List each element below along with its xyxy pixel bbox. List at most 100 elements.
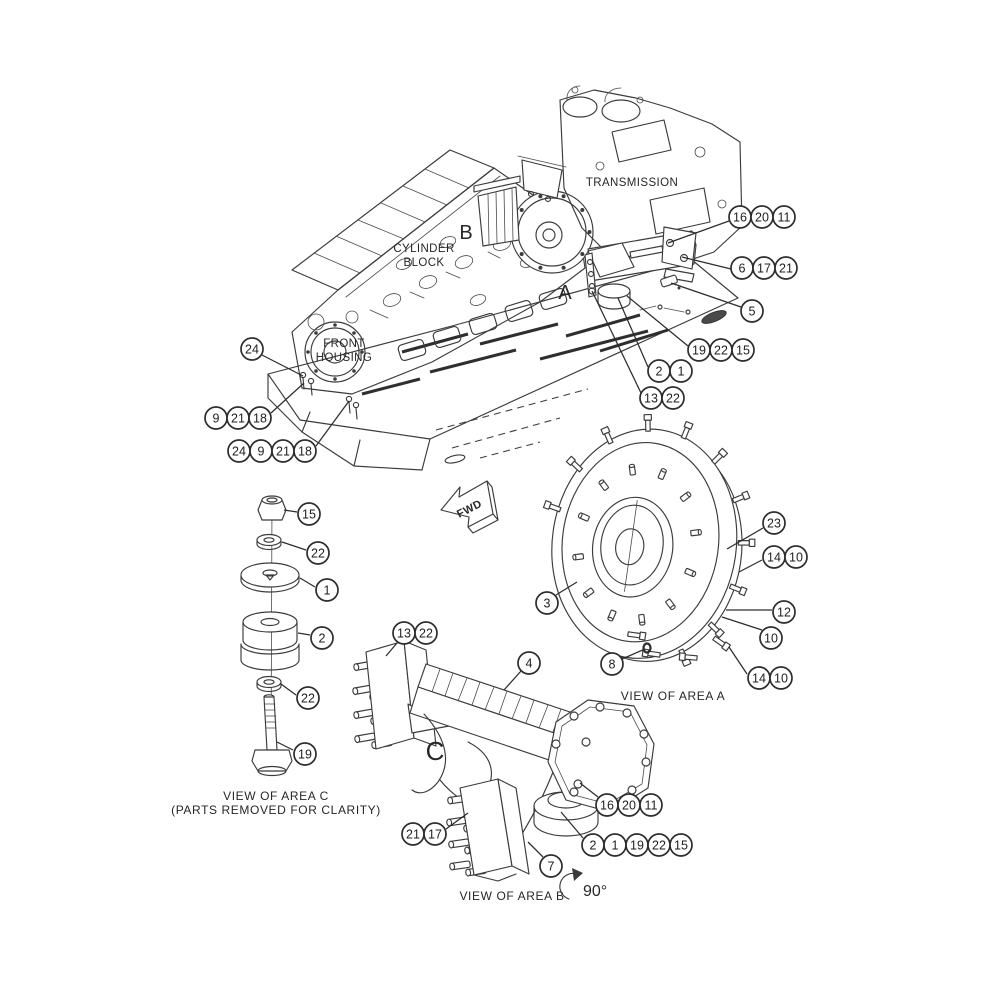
callout-leader-line [670,282,742,308]
callout-circle-8 [600,652,624,676]
callout-leader-line [276,741,294,751]
callout-group-flywheel-bolt-r3: 10 [721,616,783,650]
view-c-caption-line1: VIEW OF AREA C [223,789,329,803]
callout-number: 20 [755,211,769,225]
callout-number: 16 [600,799,614,813]
callout-number: 17 [757,262,771,276]
fwd-arrow: FWD [440,480,499,534]
callout-circle-10 [784,545,808,569]
callout-number: 14 [767,551,781,565]
callout-circle-10 [769,666,793,690]
callout-number: 20 [622,799,636,813]
callout-number: 9 [258,445,265,459]
callout-circle-17 [423,822,447,846]
callout-number: 21 [276,445,290,459]
callout-number: 18 [253,412,267,426]
callout-leader-line [726,527,764,550]
rotate-90-arrow: 90° [559,868,607,900]
valve-cover-drawing [291,149,495,291]
callout-number: 8 [609,658,616,672]
callout-leader-line [591,290,642,394]
callout-number: 19 [692,344,706,358]
callout-leader-line [299,577,316,588]
bracket-beam-drawing [409,663,577,764]
callout-circle-4 [517,651,541,675]
callout-leader-line [560,811,584,839]
callout-leader-line [626,295,689,347]
area-marker-a: A [558,282,572,304]
callout-circle-18 [248,406,272,430]
callout-group-rail-clip: 5 [670,282,764,323]
label-front-housing-line2: HOUSING [316,352,372,364]
callout-circle-15 [669,833,693,857]
cylinder-block-drawing [291,167,586,395]
callout-circle-22 [661,386,685,410]
callout-number: 15 [674,839,688,853]
callout-number: 21 [406,828,420,842]
callout-circle-21 [774,256,798,280]
callout-circle-24 [240,337,264,361]
callout-leader-line [721,616,763,631]
callout-number: 10 [774,672,788,686]
callout-number: 2 [656,365,663,379]
callout-number: 2 [590,839,597,853]
bolt-drawing [251,694,293,777]
callout-group-flywheel-bolt-r2: 12 [726,600,796,624]
label-cylinder-block-line1: CYLINDER [393,243,454,255]
callout-leader-line [261,354,304,377]
label-front-housing-line1: FRONT [323,338,365,350]
callout-number: 10 [764,632,778,646]
label-transmission: TRANSMISSION [586,177,678,189]
callout-number: 2 [319,632,326,646]
engine-assembly-drawing: B A TRANSMISSION CYLINDER BLOCK FRONT HO… [267,85,743,471]
bracket-view-b-drawing: C VIEW OF AREA B 90° [352,640,655,903]
callout-number: 7 [548,860,555,874]
callout-leader-line [617,297,649,368]
callout-group-flywheel-oring: 8 [600,648,646,676]
callout-circle-2 [310,626,334,650]
flywheel-view-a-drawing: VIEW OF AREA A [542,414,756,703]
callout-group-bracket-beam: 4 [503,651,541,691]
callout-circle-22 [296,686,320,710]
callout-leader-line [280,683,297,696]
callout-leader-line [315,400,350,447]
callout-number: 10 [789,551,803,565]
callout-circle-18 [293,439,317,463]
flywheel-bolt-holes [572,463,702,626]
view-c-caption-line2: (PARTS REMOVED FOR CLARITY) [171,803,381,817]
callout-circle-22 [306,541,330,565]
callout-number: 12 [777,606,791,620]
callout-group-stack-isolator: 2 [297,626,334,650]
label-cylinder-block-line2: BLOCK [404,257,445,269]
callout-leader-line [527,841,544,858]
locknut-drawing [257,495,287,521]
rear-mount-drawing [584,226,727,324]
washer-bottom-drawing [256,675,282,693]
callout-group-front-bolt-left: 24 [240,337,304,377]
area-marker-c: C [426,736,445,766]
callout-group-stack-washer-top: 22 [281,541,330,565]
callout-number: 21 [231,412,245,426]
callout-number: 13 [644,392,658,406]
mount-plate-drawing [240,562,300,593]
callout-leader-line [555,581,578,596]
callout-group-stack-washer-btm: 22 [280,683,320,710]
callout-number: 15 [736,344,750,358]
callout-group-flywheel-bolt-btm: 14 10 [728,646,793,690]
callout-leader-line [621,648,646,660]
callout-circle-15 [297,502,321,526]
callout-number: 19 [630,839,644,853]
callout-number: 5 [749,305,756,319]
callout-number: 22 [311,547,325,561]
callout-number: 17 [428,828,442,842]
callout-number: 11 [778,211,791,225]
callout-leader-line [728,646,748,675]
callout-number: 14 [752,672,766,686]
callout-group-bracket-plate: 7 [527,841,563,878]
